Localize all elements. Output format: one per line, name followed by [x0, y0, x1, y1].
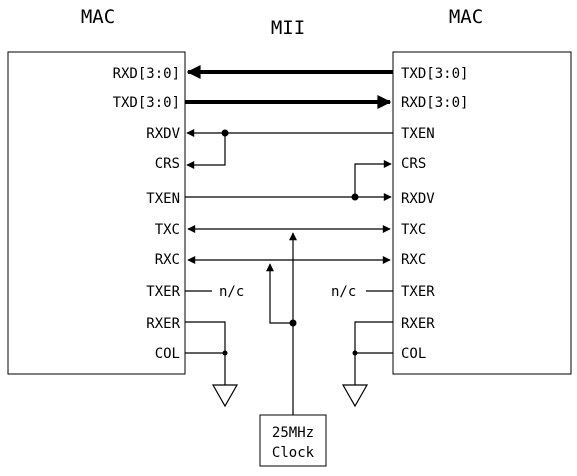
right-pin-rxd: RXD[3:0] [401, 95, 468, 111]
left-pin-txc: TXC [155, 222, 180, 238]
left-pin-col: COL [155, 346, 180, 362]
left-pin-crs: CRS [155, 156, 180, 172]
left-pin-rxer: RXER [146, 316, 180, 332]
right-pin-rxer: RXER [401, 316, 435, 332]
left-pin-labels: RXD[3:0] TXD[3:0] RXDV CRS TXEN TXC RXC … [113, 66, 181, 362]
right-pin-txen: TXEN [401, 126, 435, 142]
left-mac-block [7, 51, 186, 375]
right-pin-col: COL [401, 346, 426, 362]
left-ground-icon [211, 384, 239, 408]
clock-distribution [266, 232, 297, 415]
right-pin-rxdv: RXDV [401, 191, 435, 207]
left-nc-label: n/c [219, 284, 244, 300]
left-pin-txd: TXD[3:0] [113, 95, 180, 111]
right-pin-txc: TXC [401, 222, 426, 238]
left-mac-title: MAC [81, 6, 115, 28]
clock-source-box [259, 414, 327, 467]
txen-to-crs-rxdv [185, 160, 392, 201]
mii-title: MII [271, 17, 305, 39]
left-ground-tie [185, 321, 239, 408]
left-pin-rxd: RXD[3:0] [113, 66, 180, 82]
right-pin-txd: TXD[3:0] [401, 66, 468, 82]
right-nc-label: n/c [331, 284, 356, 300]
left-pin-txen: TXEN [146, 191, 180, 207]
clock-label-name: Clock [272, 445, 315, 461]
right-pin-rxc: RXC [401, 252, 426, 268]
clock-label-freq: 25MHz [272, 425, 314, 441]
right-ground-icon [341, 384, 369, 408]
right-mac-block [392, 51, 572, 375]
right-pin-crs: CRS [401, 156, 426, 172]
right-mac-title: MAC [449, 6, 483, 28]
right-pin-txer: TXER [401, 284, 435, 300]
left-pin-txer: TXER [146, 284, 180, 300]
right-pin-labels: TXD[3:0] RXD[3:0] TXEN CRS RXDV TXC RXC … [401, 66, 468, 362]
left-pin-rxc: RXC [155, 252, 180, 268]
txen-to-rxdv-crs [186, 129, 393, 169]
right-ground-tie [341, 321, 393, 408]
left-pin-rxdv: RXDV [146, 126, 180, 142]
